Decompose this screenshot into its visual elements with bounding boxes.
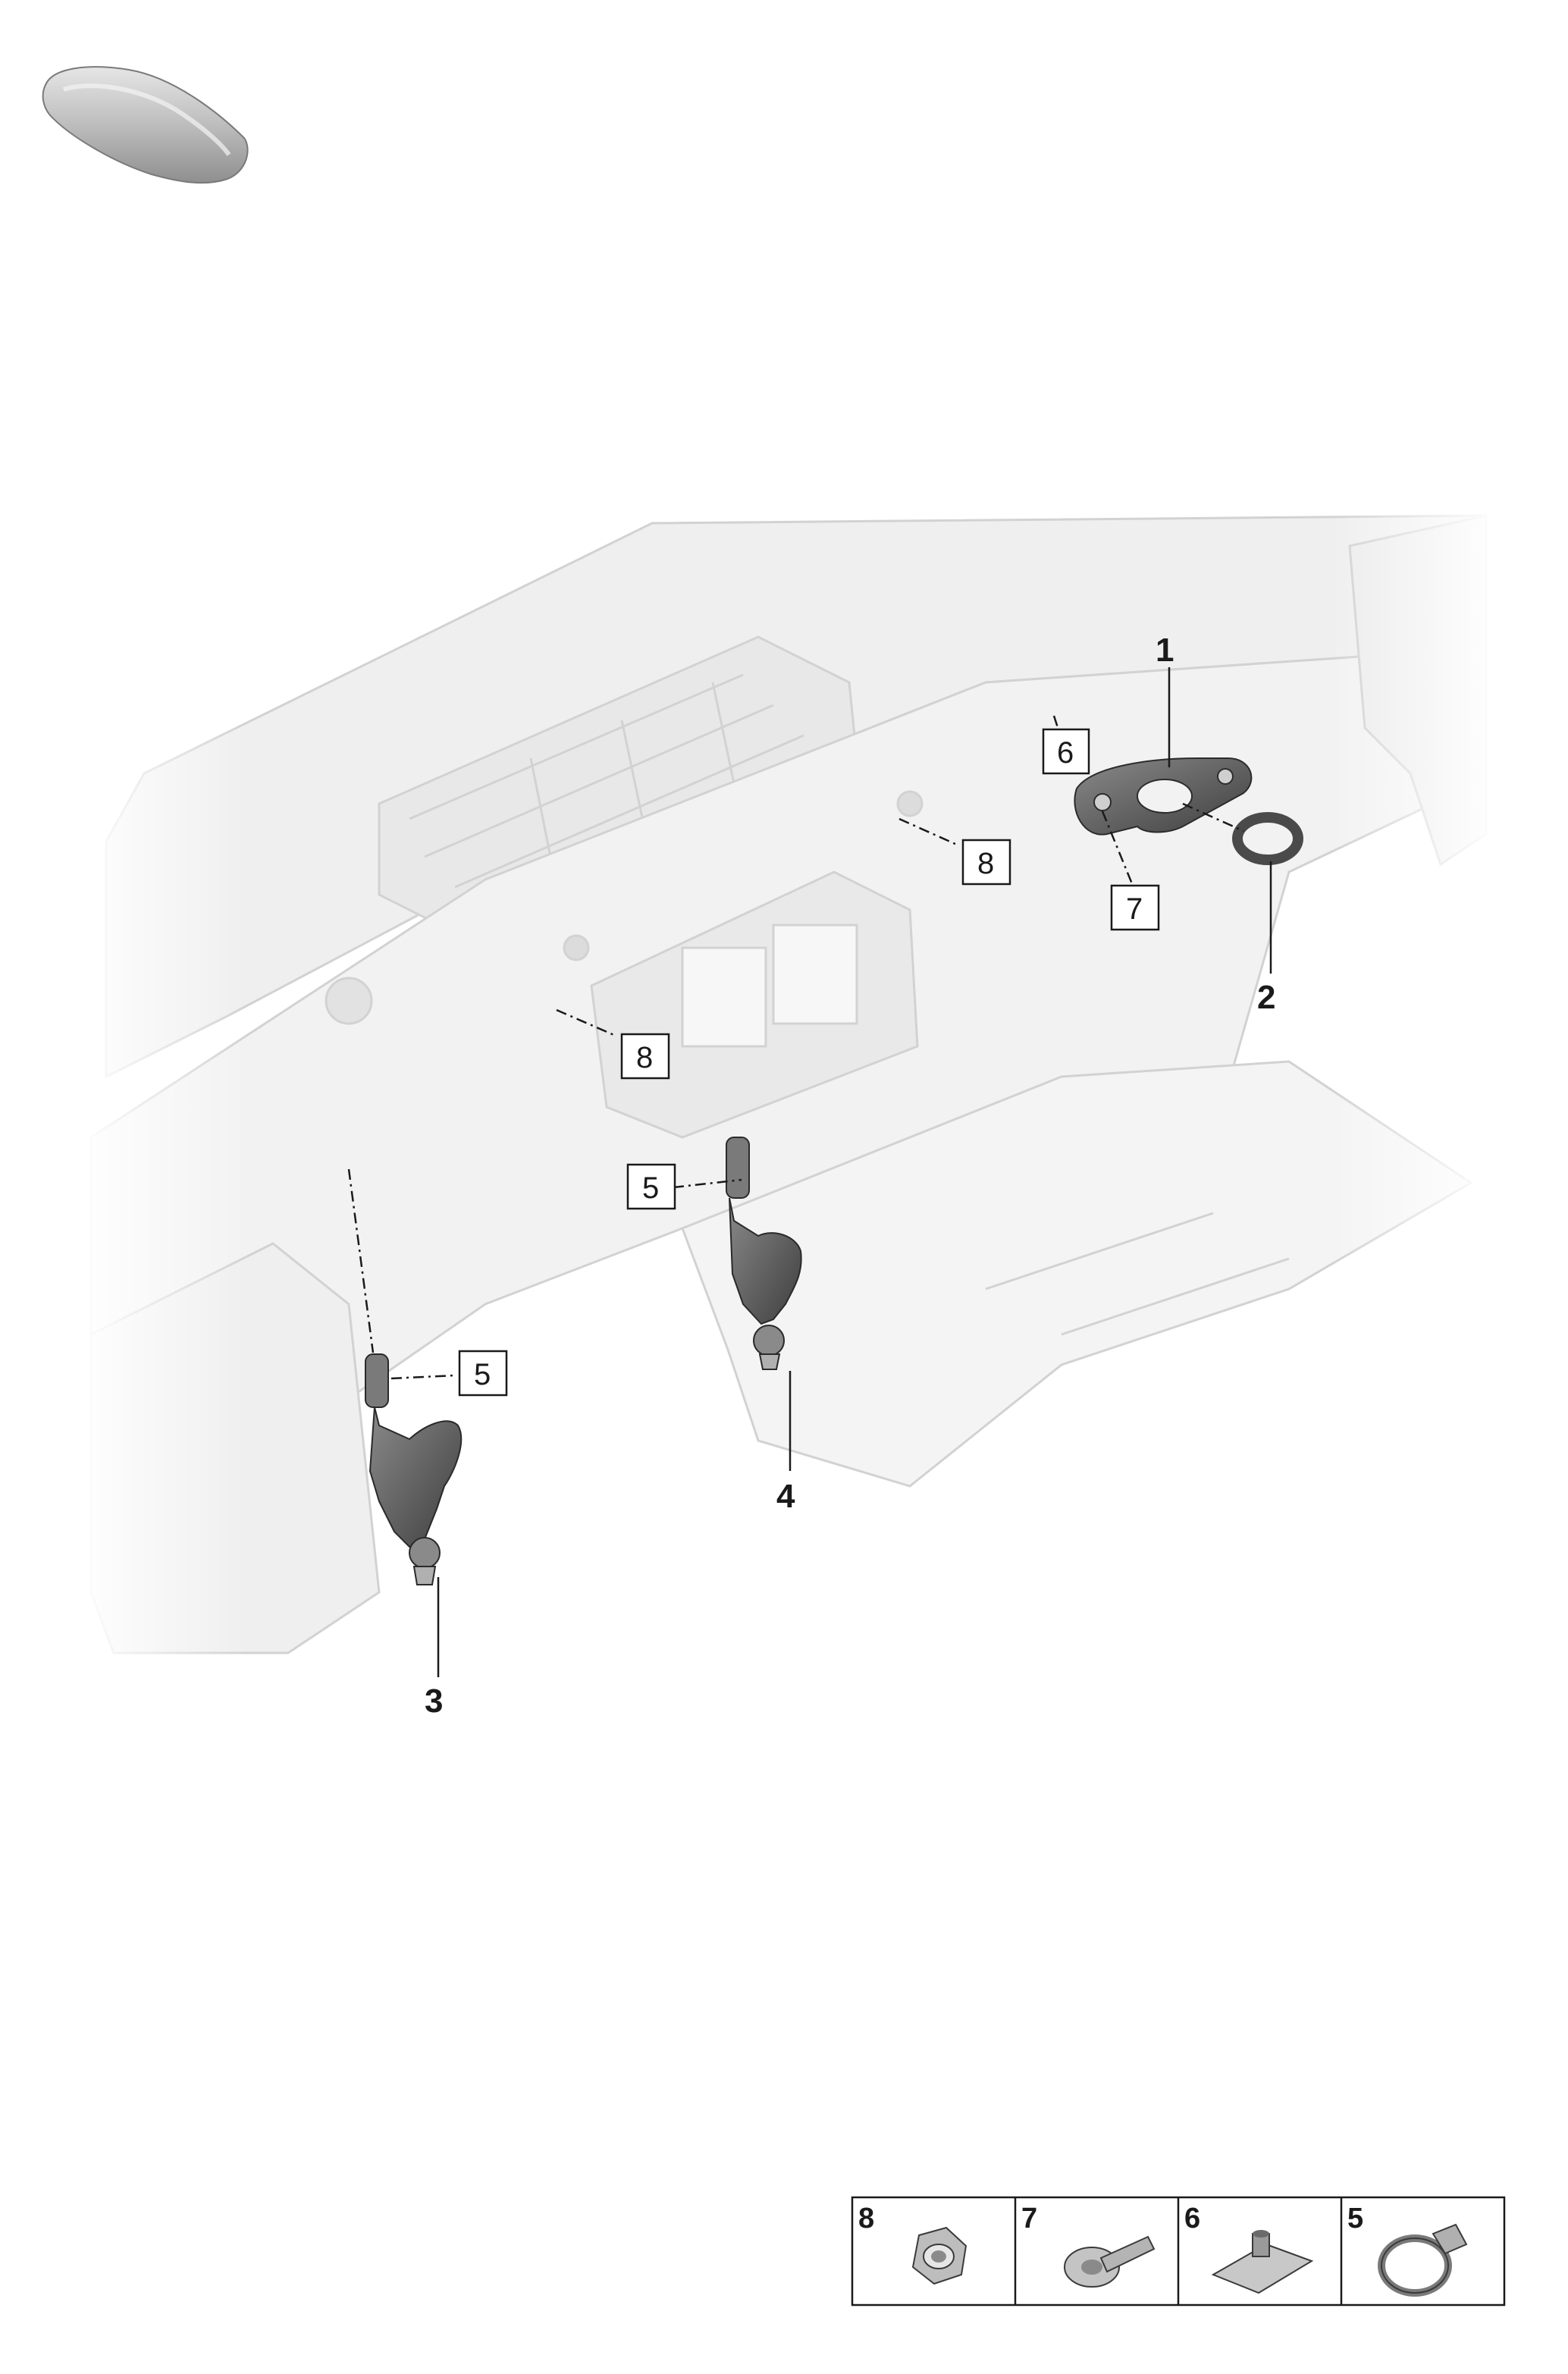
boxed-label-8-upper: 8 (961, 839, 1011, 886)
seal-ring-part (1232, 812, 1303, 865)
hex-nut-icon (911, 2226, 967, 2285)
svg-text:5: 5 (642, 1171, 659, 1205)
boxed-label-5-left: 5 (458, 1350, 508, 1397)
boxed-label-8-lower: 8 (620, 1033, 670, 1080)
hose-clamp-icon (1378, 2223, 1468, 2297)
callout-2: 2 (1257, 979, 1275, 1016)
boxed-label-6: 6 (1042, 728, 1090, 775)
ghost-fade-overlay (76, 500, 1501, 1683)
boxed-label-7: 7 (1110, 884, 1160, 931)
left-nozzle-part (365, 1353, 463, 1585)
svg-text:5: 5 (474, 1358, 491, 1391)
center-nozzle-part (726, 1137, 802, 1370)
legend-number-6: 6 (1184, 2203, 1200, 2234)
fastener-legend: 8 7 6 5 (851, 2196, 1506, 2307)
callout-3: 3 (425, 1682, 443, 1720)
legend-number-7: 7 (1021, 2203, 1037, 2234)
callout-1: 1 (1156, 632, 1174, 669)
clip-nut-icon (1211, 2230, 1314, 2294)
legend-number-8: 8 (858, 2203, 874, 2234)
svg-text:6: 6 (1057, 736, 1074, 770)
boxed-label-5-mid: 5 (626, 1163, 676, 1210)
leader-lines (437, 667, 1272, 1677)
duct-bracket-part (1074, 757, 1253, 836)
legend-number-5: 5 (1347, 2203, 1363, 2234)
svg-text:7: 7 (1126, 892, 1143, 926)
svg-text:8: 8 (636, 1041, 653, 1074)
callout-4: 4 (776, 1478, 795, 1515)
svg-text:8: 8 (977, 847, 994, 880)
vehicle-silhouette-icon (42, 66, 249, 184)
bolt-icon (1064, 2235, 1156, 2288)
